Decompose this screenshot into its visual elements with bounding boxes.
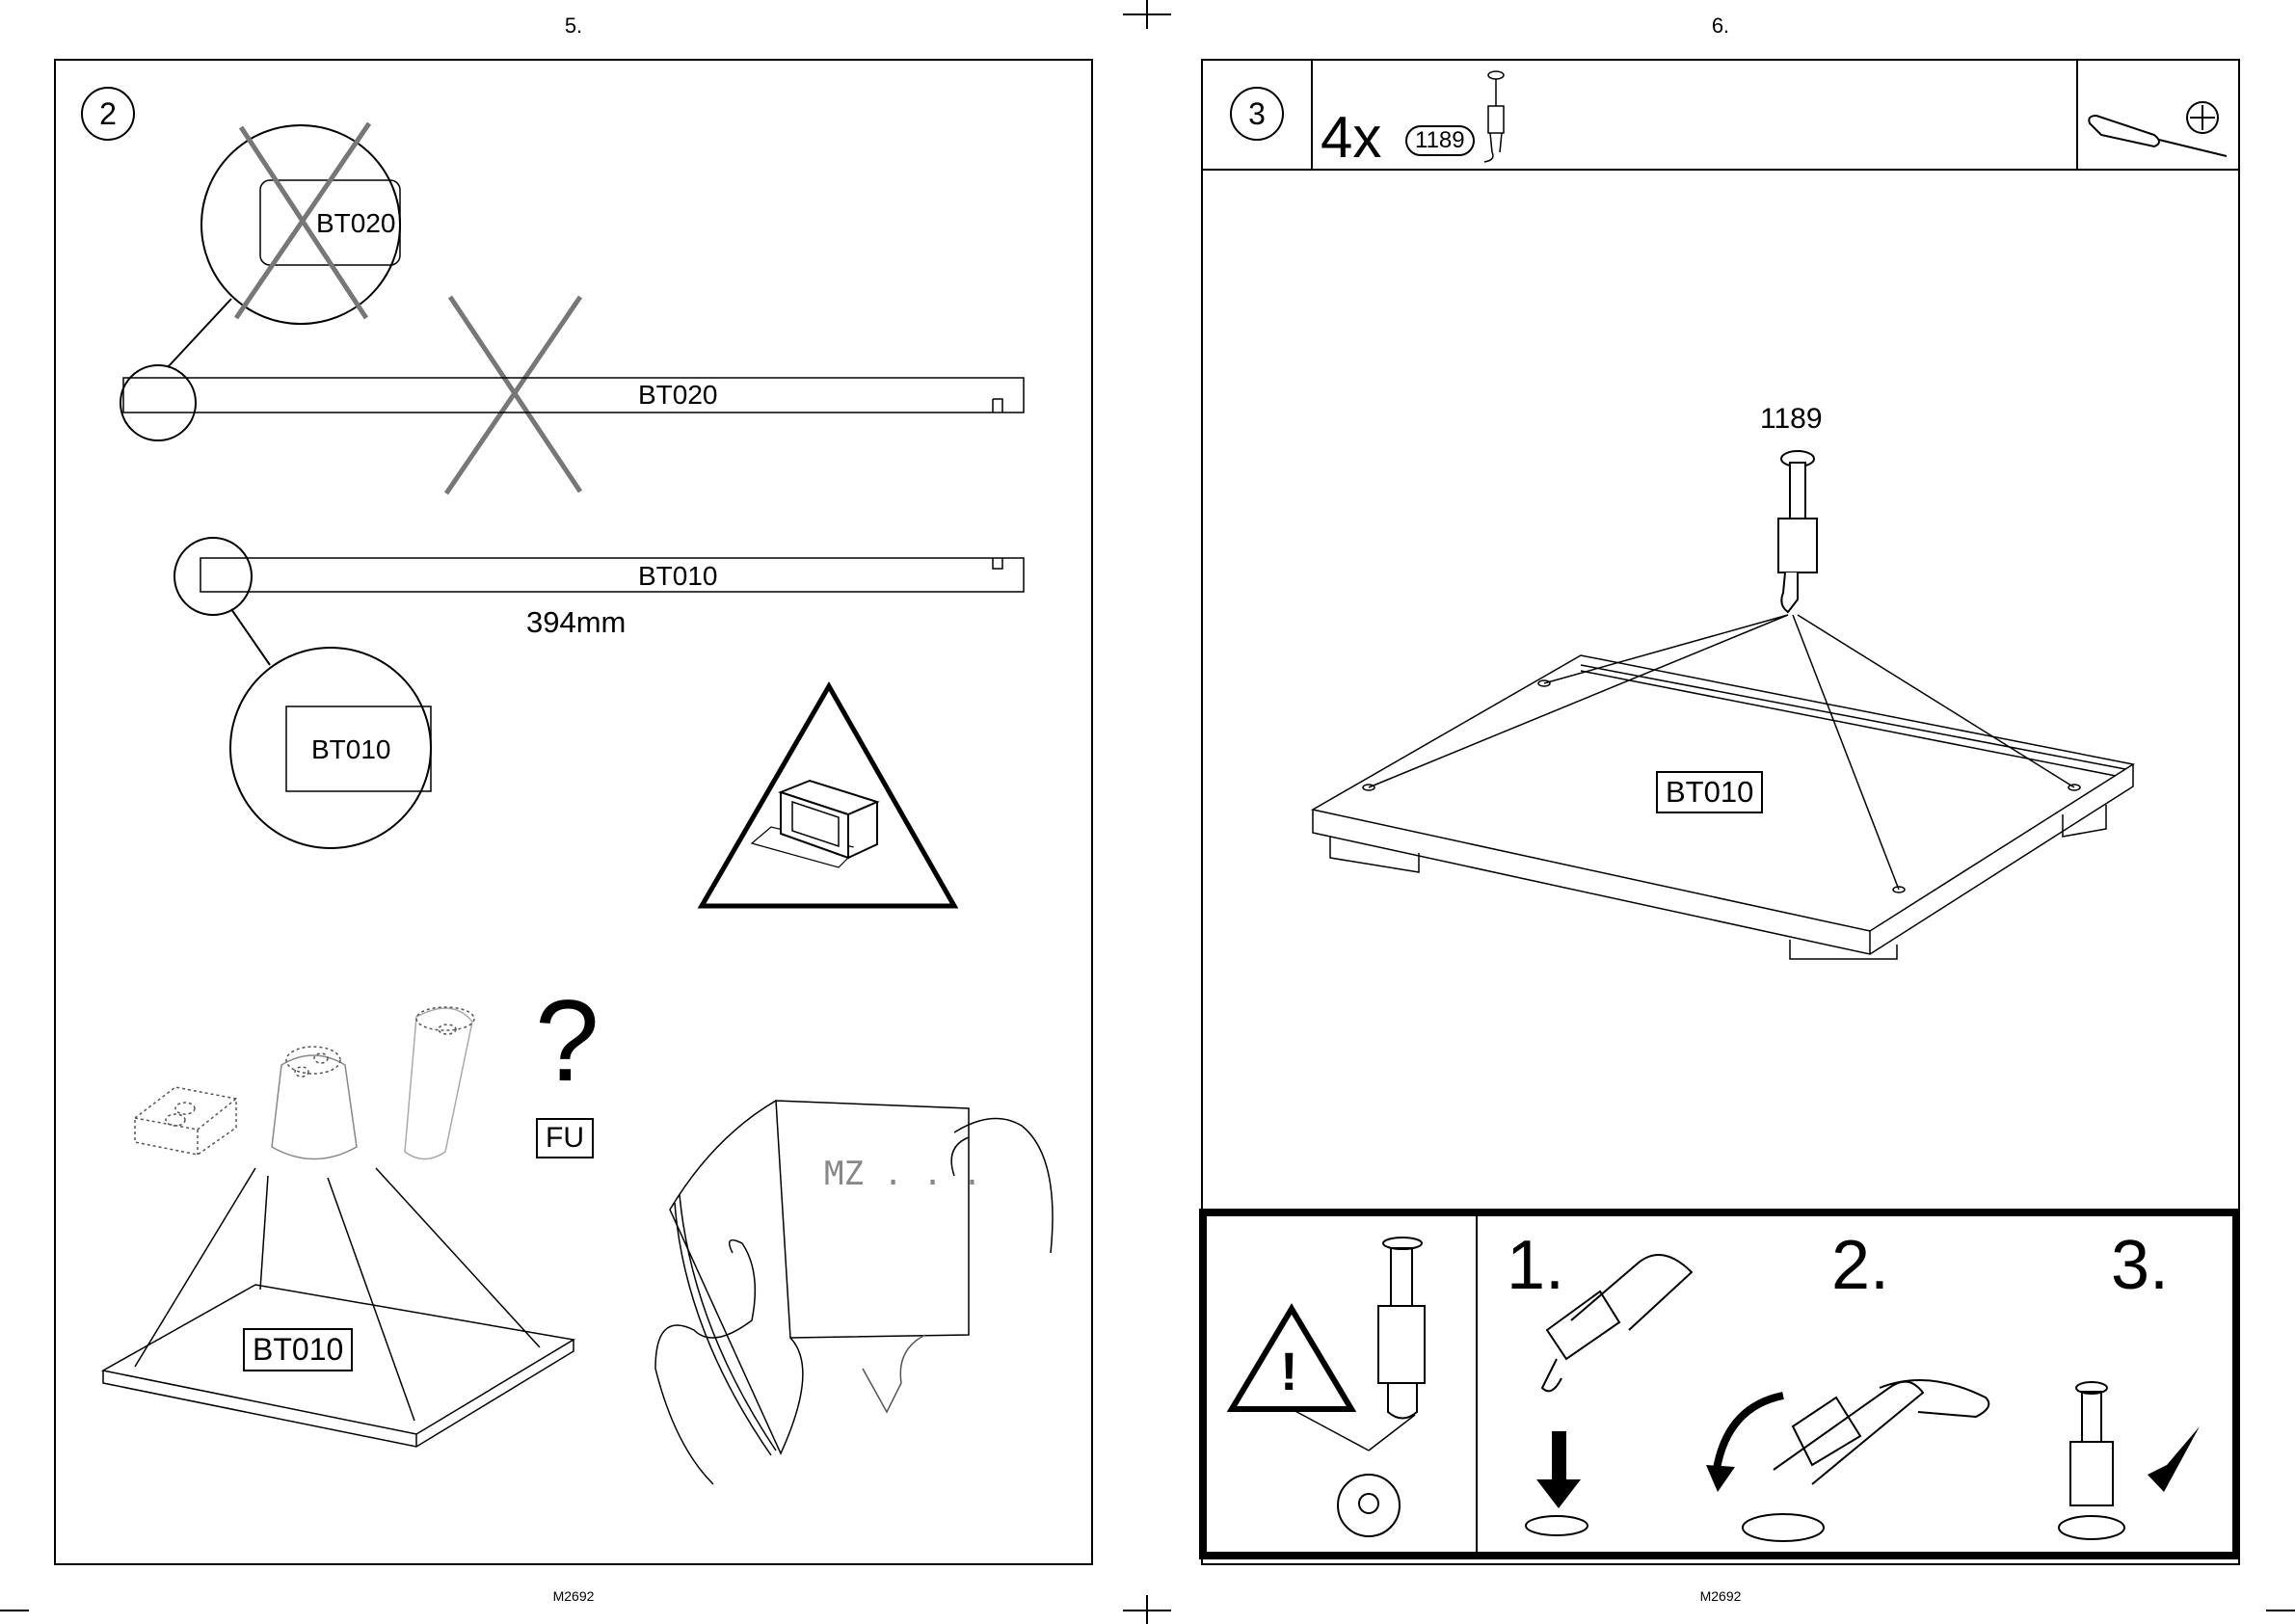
bt010-panel-box-label: BT010 [1656,771,1763,813]
right-footer-code: M2692 [1682,1588,1759,1604]
checkmark-icon [2148,1426,2200,1492]
sub-step-3-number: 3. [2111,1226,2169,1305]
sub-step-1-number: 1. [1507,1226,1564,1305]
rotate-arrow-icon [1706,1465,1735,1492]
warning-exclamation: ! [1280,1340,1298,1402]
screwdriver-icon [2089,116,2227,156]
sub-step-3-illustration [2059,1382,2124,1539]
sub-step-2-illustration [1716,1380,1988,1541]
phillips-cross-icon [2187,102,2218,133]
cam-fitting-1189 [1778,451,1817,612]
down-arrow-icon [1536,1431,1581,1508]
cam-warning-icon [1232,1238,1425,1536]
cam-lock-icon [1484,71,1504,162]
sub-step-2-number: 2. [1831,1226,1889,1305]
part-1189-label: 1189 [1760,403,1823,436]
